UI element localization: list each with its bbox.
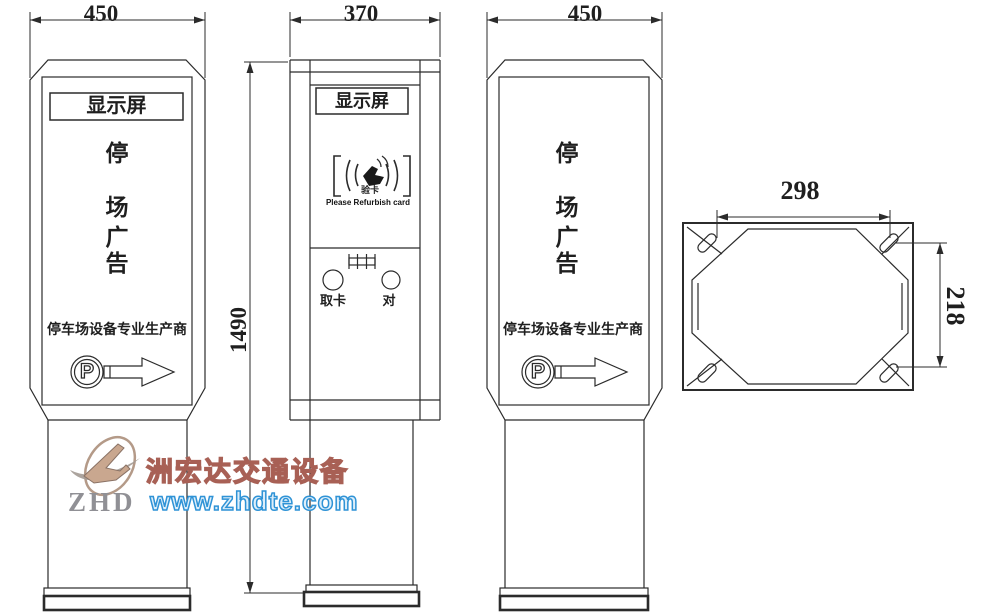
back-slogan: 停车场设备专业生产商 <box>503 321 643 337</box>
front-parking-p-letter: P <box>79 360 94 383</box>
watermark-zhd-text: ZHD <box>68 487 136 517</box>
dimension-lines <box>29 12 947 594</box>
base-hole-width-dimension: 298 <box>780 176 820 205</box>
take-card-button-label: 取卡 <box>319 293 346 308</box>
card-reader-cn-label: 验卡 <box>360 185 379 195</box>
card-slot-icon <box>348 254 376 269</box>
card-reader-en-caption: Please Refurbish card <box>325 198 411 207</box>
back-view-outline <box>486 59 663 612</box>
front-ad-char-3: 广 <box>105 224 129 250</box>
back-arrow-right-icon <box>554 357 629 387</box>
base-hole-height-dimension: 218 <box>941 286 970 326</box>
front-ad-char-1: 停 <box>105 140 129 166</box>
base-plan-outline <box>682 222 914 391</box>
card-swipe-icon <box>333 155 411 197</box>
front-ad-char-4: 告 <box>105 250 129 276</box>
front-arrow-right-icon <box>103 357 176 387</box>
back-ad-char-2: 场 <box>555 194 579 220</box>
back-width-dimension: 450 <box>567 1 603 26</box>
back-ad-char-1: 停 <box>555 140 579 166</box>
front-parking-icon <box>70 355 104 389</box>
back-ad-char-3: 广 <box>555 224 579 250</box>
front-slogan: 停车场设备专业生产商 <box>47 321 187 337</box>
take-card-button-circle <box>322 269 344 291</box>
front-width-dimension: 450 <box>83 1 119 26</box>
front-display-screen-label: 显示屏 <box>86 95 147 117</box>
watermark-company-name: 洲宏达交通设备 <box>145 456 349 487</box>
side-display-screen-label: 显示屏 <box>335 91 389 111</box>
back-parking-p-letter: P <box>530 360 545 383</box>
intercom-button-circle <box>381 270 401 290</box>
watermark-website-url: www.zhdte.com <box>149 485 359 517</box>
back-ad-char-4: 告 <box>555 250 579 276</box>
front-view-outline <box>29 59 206 612</box>
side-view-outline <box>289 59 441 608</box>
back-parking-icon <box>521 355 555 389</box>
mounting-slot-icons <box>697 233 899 383</box>
front-ad-char-2: 场 <box>105 194 129 220</box>
intercom-button-label: 对 <box>382 293 396 308</box>
total-height-dimension: 1490 <box>226 307 251 353</box>
side-width-dimension: 370 <box>343 1 379 26</box>
zhd-plane-logo-icon <box>70 435 140 497</box>
